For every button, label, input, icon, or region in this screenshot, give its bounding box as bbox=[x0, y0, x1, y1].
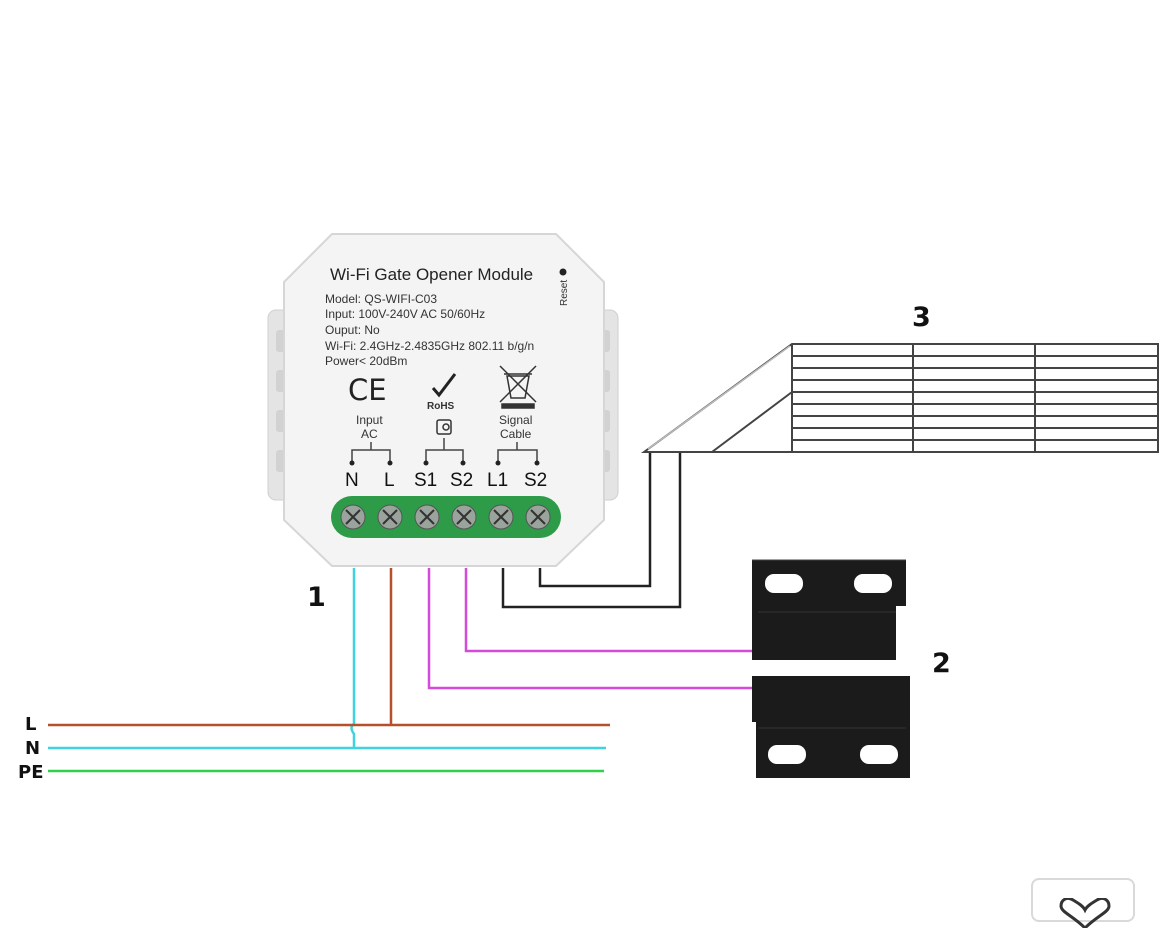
sliding-gate bbox=[640, 343, 1159, 453]
ce-mark-icon: CE bbox=[348, 373, 387, 407]
callout-sensor: 2 bbox=[932, 648, 951, 679]
bus-label-n: N bbox=[25, 738, 40, 759]
terminal-label-s2b: S2 bbox=[524, 470, 547, 491]
terminal-label-l: L bbox=[384, 470, 395, 491]
gate-opener-module: Wi-Fi Gate Opener Module Reset Model: QS… bbox=[267, 233, 619, 567]
callout-gate: 3 bbox=[912, 302, 931, 333]
terminal-label-s2: S2 bbox=[450, 470, 473, 491]
signal-label-1: Signal bbox=[499, 413, 532, 427]
callout-module: 1 bbox=[307, 582, 326, 613]
terminal-block bbox=[331, 496, 561, 538]
module-title: Wi-Fi Gate Opener Module bbox=[330, 265, 533, 284]
magnetic-sensor-upper bbox=[752, 559, 906, 660]
switch-symbol-icon bbox=[436, 419, 452, 435]
spec-output: Ouput: No bbox=[325, 323, 380, 337]
weee-bin-icon bbox=[499, 365, 537, 409]
favorite-button[interactable] bbox=[1031, 878, 1135, 928]
terminal-screws bbox=[340, 504, 551, 530]
spec-wifi: Wi-Fi: 2.4GHz-2.4835GHz 802.11 b/g/n bbox=[325, 339, 534, 353]
terminal-label-l1: L1 bbox=[487, 470, 508, 491]
reset-label: Reset bbox=[559, 280, 570, 306]
rohs-label: RoHS bbox=[427, 401, 455, 412]
spec-input: Input: 100V-240V AC 50/60Hz bbox=[325, 307, 485, 321]
signal-label-2: Cable bbox=[500, 427, 532, 441]
magnetic-sensor-lower bbox=[752, 676, 910, 778]
spec-model: Model: QS-WIFI-C03 bbox=[325, 292, 437, 306]
wire-gate-l1 bbox=[501, 452, 682, 609]
bus-label-l: L bbox=[25, 714, 36, 735]
wire-gate-s2 bbox=[538, 452, 652, 588]
input-label-2: AC bbox=[361, 427, 378, 441]
spec-power: Power< 20dBm bbox=[325, 354, 407, 368]
rohs-check-icon: RoHS bbox=[427, 373, 457, 412]
wire-s1 bbox=[427, 568, 752, 690]
terminal-label-n: N bbox=[345, 470, 359, 491]
input-label-1: Input bbox=[356, 413, 383, 427]
wire-neutral bbox=[350, 568, 356, 747]
heart-icon bbox=[1059, 898, 1111, 928]
bus-label-pe: PE bbox=[18, 762, 44, 783]
wire-s2 bbox=[464, 568, 752, 653]
reset-button[interactable] bbox=[559, 268, 567, 276]
terminal-label-s1: S1 bbox=[414, 470, 437, 491]
